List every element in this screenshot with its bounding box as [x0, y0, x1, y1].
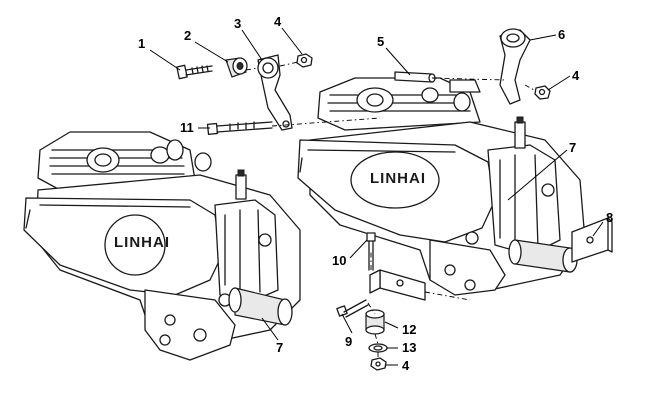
part-long-bolt-11 — [206, 121, 273, 136]
part-bolt-10 — [366, 232, 376, 271]
callout-13: 13 — [402, 340, 416, 355]
callout-3: 3 — [234, 16, 241, 31]
part-bushing-12 — [365, 309, 385, 335]
left-lower-case — [144, 289, 236, 361]
left-gearbox — [214, 169, 279, 307]
callout-5: 5 — [377, 34, 384, 49]
left-engine-assembly: LINHAI — [23, 131, 301, 361]
part-bolt-9 — [336, 299, 369, 318]
callout-7-left: 7 — [276, 340, 283, 355]
callout-4-top: 4 — [274, 14, 282, 29]
right-engine-assembly: LINHAI — [297, 77, 586, 296]
callout-8: 8 — [606, 210, 613, 225]
part-bracket-plate-8 — [571, 217, 613, 263]
callout-2: 2 — [184, 28, 191, 43]
right-cylinder-head — [317, 77, 481, 131]
left-brand-logo: LINHAI — [114, 234, 170, 251]
right-cvt-cover — [297, 139, 496, 243]
assembly-centerlines — [245, 61, 537, 358]
part-mount-bracket-3 — [257, 54, 293, 131]
part-nut-4-bottom — [370, 357, 387, 371]
part-bushing-2 — [225, 57, 248, 78]
callout-12: 12 — [402, 322, 416, 337]
callout-4-right: 4 — [572, 68, 580, 83]
callout-11: 11 — [180, 120, 194, 135]
part-nut-4-right — [534, 85, 551, 100]
part-bolt-1 — [176, 64, 213, 80]
callout-7-right: 7 — [569, 140, 576, 155]
left-output-shaft — [228, 287, 293, 326]
right-gearbox — [465, 116, 561, 256]
right-output-shaft — [508, 239, 578, 273]
callout-6: 6 — [558, 27, 565, 42]
callout-9: 9 — [345, 334, 352, 349]
part-mount-bracket-6 — [499, 28, 531, 105]
part-nut-4-top — [296, 53, 313, 68]
callout-4-bottom: 4 — [402, 358, 410, 373]
leader-lines — [149, 27, 604, 366]
exploded-parts — [176, 28, 613, 371]
part-washer-13 — [368, 343, 388, 353]
right-lower-case — [429, 239, 506, 296]
part-pin-5 — [394, 71, 436, 83]
callout-numbers: 1 2 3 4 5 6 4 7 8 11 10 9 12 13 4 7 — [138, 14, 613, 373]
part-lower-bracket — [369, 269, 426, 301]
callout-1: 1 — [138, 36, 145, 51]
right-brand-logo: LINHAI — [370, 170, 426, 187]
left-cylinder-head — [37, 131, 212, 191]
left-cvt-cover — [23, 197, 223, 296]
callout-10: 10 — [332, 253, 346, 268]
